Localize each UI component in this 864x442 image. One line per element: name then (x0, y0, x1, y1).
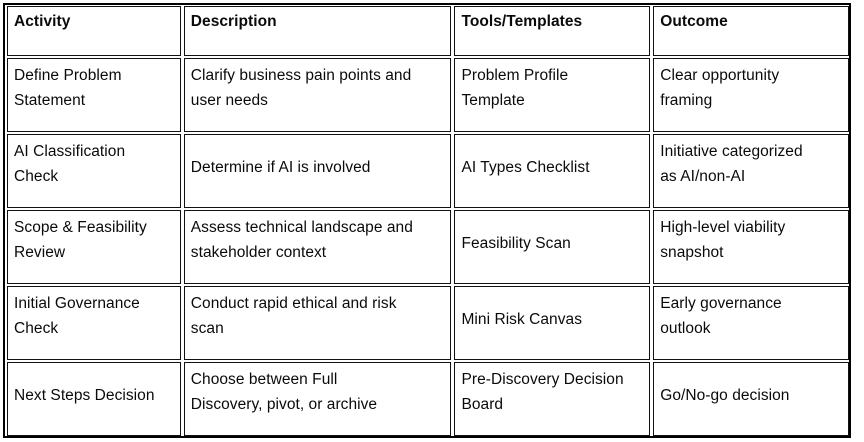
cell-outcome: Early governance outlook (653, 286, 849, 361)
cell-description: Choose between Full Discovery, pivot, or… (183, 362, 452, 436)
cell-outcome-text: Go/No-go decision (660, 386, 790, 404)
cell-activity-text: AI Classification Check (14, 143, 126, 186)
activity-table: Activity Description Tools/Templates Out… (3, 3, 851, 438)
cell-activity-text: Initial Governance Check (14, 295, 140, 338)
cell-activity: Scope & Feasibility Review (7, 210, 181, 285)
cell-activity-text: Define Problem Statement (14, 67, 122, 110)
column-header-activity: Activity (7, 6, 181, 57)
column-header-description-label: Description (190, 13, 277, 30)
cell-outcome: Clear opportunity framing (653, 58, 849, 133)
cell-outcome: Initiative categorized as AI/non-AI (653, 134, 849, 209)
table-header-row: Activity Description Tools/Templates Out… (7, 6, 849, 57)
cell-tools-text: Feasibility Scan (461, 234, 571, 252)
cell-outcome: Go/No-go decision (653, 362, 849, 436)
column-header-description: Description (183, 6, 452, 57)
cell-tools-text: AI Types Checklist (461, 158, 590, 176)
cell-description: Conduct rapid ethical and risk scan (183, 286, 452, 361)
cell-description-text: Clarify business pain points and user ne… (190, 67, 412, 110)
cell-description-text: Conduct rapid ethical and risk scan (190, 295, 397, 338)
column-header-outcome: Outcome (653, 6, 849, 57)
cell-description-text: Determine if AI is involved (190, 158, 371, 176)
table-row: Define Problem Statement Clarify busines… (7, 58, 849, 133)
column-header-tools: Tools/Templates (454, 6, 651, 57)
cell-description-text: Choose between Full Discovery, pivot, or… (190, 371, 378, 414)
cell-activity: Define Problem Statement (7, 58, 181, 133)
cell-description: Determine if AI is involved (183, 134, 452, 209)
column-header-outcome-label: Outcome (660, 13, 728, 30)
cell-activity: Initial Governance Check (7, 286, 181, 361)
table-row: Initial Governance Check Conduct rapid e… (7, 286, 849, 361)
cell-outcome: High-level viability snapshot (653, 210, 849, 285)
cell-tools: Problem Profile Template (454, 58, 651, 133)
cell-outcome-text: Early governance outlook (660, 295, 782, 338)
table-grid: Activity Description Tools/Templates Out… (7, 6, 849, 436)
cell-activity-text: Next Steps Decision (14, 386, 155, 404)
cell-tools: AI Types Checklist (454, 134, 651, 209)
table-row: AI Classification Check Determine if AI … (7, 134, 849, 209)
cell-tools-text: Pre-Discovery Decision Board (461, 371, 624, 414)
cell-tools: Mini Risk Canvas (454, 286, 651, 361)
cell-description: Assess technical landscape and stakehold… (183, 210, 452, 285)
cell-outcome-text: High-level viability snapshot (660, 219, 786, 262)
cell-description-text: Assess technical landscape and stakehold… (190, 219, 413, 262)
cell-tools: Feasibility Scan (454, 210, 651, 285)
cell-activity: Next Steps Decision (7, 362, 181, 436)
cell-description: Clarify business pain points and user ne… (183, 58, 452, 133)
cell-tools-text: Problem Profile Template (461, 67, 569, 110)
cell-tools: Pre-Discovery Decision Board (454, 362, 651, 436)
cell-activity: AI Classification Check (7, 134, 181, 209)
column-header-tools-label: Tools/Templates (461, 13, 583, 30)
cell-tools-text: Mini Risk Canvas (461, 310, 582, 328)
cell-outcome-text: Clear opportunity framing (660, 67, 780, 110)
cell-outcome-text: Initiative categorized as AI/non-AI (660, 143, 803, 186)
table-row: Next Steps Decision Choose between Full … (7, 362, 849, 436)
table-row: Scope & Feasibility Review Assess techni… (7, 210, 849, 285)
cell-activity-text: Scope & Feasibility Review (14, 219, 147, 262)
column-header-activity-label: Activity (14, 13, 71, 30)
